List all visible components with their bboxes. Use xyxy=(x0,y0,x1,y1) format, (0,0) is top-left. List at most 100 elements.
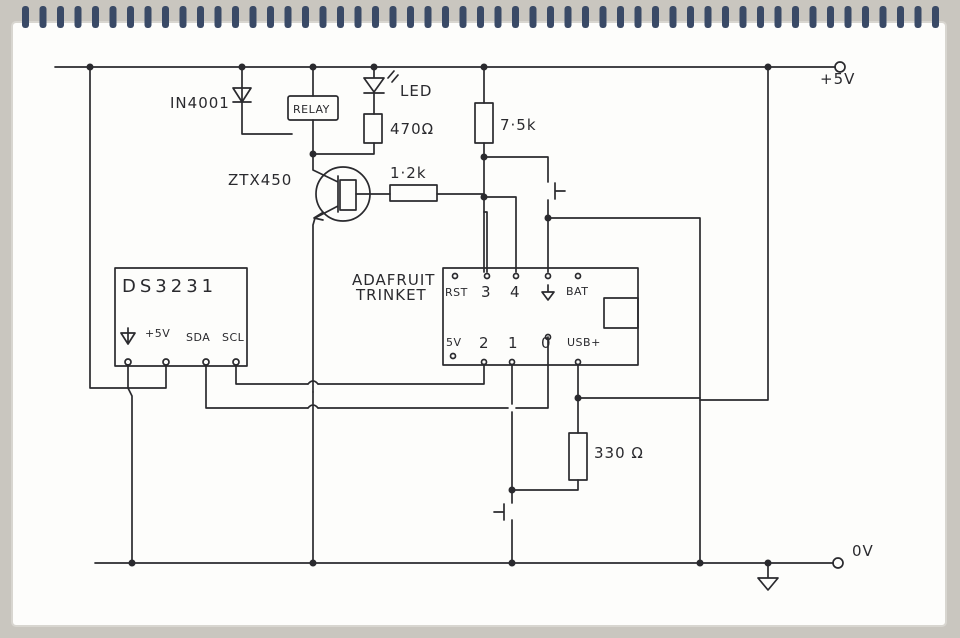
resistor-pullup-label: 7·5k xyxy=(500,116,537,134)
spiral-ring xyxy=(862,6,869,28)
spiral-ring xyxy=(494,6,502,28)
spiral-ring xyxy=(197,6,204,28)
spiral-binding-icon xyxy=(22,6,939,28)
wire-emitter-gnd xyxy=(307,380,319,564)
led-label: LED xyxy=(400,82,432,100)
spiral-ring xyxy=(179,6,187,28)
spiral-ring xyxy=(127,6,134,28)
mcu-pin-5v: 5V xyxy=(446,336,462,349)
diode-in4001: IN4001 xyxy=(170,66,293,135)
spiral-ring xyxy=(617,6,624,28)
spiral-ring xyxy=(564,6,572,28)
zero-volt-terminal-icon xyxy=(832,557,844,569)
mcu-pin-2: 2 xyxy=(479,334,490,352)
spiral-ring xyxy=(144,6,152,28)
diode-label: IN4001 xyxy=(170,94,230,112)
spiral-ring xyxy=(897,6,904,28)
spiral-ring xyxy=(529,6,537,28)
wire-pin3 xyxy=(483,211,488,273)
spiral-ring xyxy=(582,6,589,28)
spiral-ring xyxy=(267,6,274,28)
wire-rtc-5v xyxy=(127,364,167,389)
spiral-ring xyxy=(932,6,939,28)
spiral-ring xyxy=(599,6,607,28)
resistor-usb-label: 330 Ω xyxy=(594,444,644,462)
vplus-terminal-icon xyxy=(834,61,846,73)
wire-pin0-right xyxy=(547,217,701,564)
mcu-pin-0: 0 xyxy=(541,334,552,352)
spiral-ring xyxy=(512,6,519,28)
spiral-ring xyxy=(634,6,642,28)
rtc-pin-scl: SCL xyxy=(222,331,245,344)
wire-rtc-gnd xyxy=(127,364,133,564)
mcu-label-line1: ADAFRUIT xyxy=(352,271,435,289)
rtc-label: DS3231 xyxy=(122,276,217,297)
mcu-pin-4: 4 xyxy=(510,283,521,301)
relay: RELAY xyxy=(287,66,339,155)
mcu-pin-bat: BAT xyxy=(566,285,588,298)
spiral-ring xyxy=(652,6,659,28)
wire-vplus-left xyxy=(89,66,129,389)
spiral-ring xyxy=(92,6,99,28)
spiral-ring xyxy=(232,6,239,28)
spiral-ring xyxy=(22,6,29,28)
zero-volt-rail: 0V xyxy=(94,542,873,569)
mcu-pin-usb: USB+ xyxy=(567,336,601,349)
resistor-pullup: 7·5k xyxy=(474,66,537,273)
vplus-rail: +5V xyxy=(54,61,855,88)
mcu-pin-1: 1 xyxy=(508,334,519,352)
push-button-bottom-icon xyxy=(493,489,513,564)
spiral-ring xyxy=(389,6,397,28)
spiral-ring xyxy=(214,6,222,28)
resistor-470-label: 470Ω xyxy=(390,120,434,138)
spiral-ring xyxy=(319,6,327,28)
resistor-base-label: 1·2k xyxy=(390,164,427,182)
vplus-label: +5V xyxy=(820,70,855,88)
rtc-ds3231: DS3231 +5V SDA SCL xyxy=(114,267,248,367)
paper-sheet xyxy=(11,21,947,627)
spiral-ring xyxy=(704,6,712,28)
rtc-pin-sda: SDA xyxy=(186,331,210,344)
spiral-ring xyxy=(442,6,449,28)
spiral-ring xyxy=(459,6,467,28)
spiral-ring xyxy=(57,6,64,28)
led-indicator: LED 470Ω xyxy=(312,66,434,155)
spiral-ring xyxy=(774,6,782,28)
relay-label: RELAY xyxy=(293,103,330,116)
mcu-ground-icon xyxy=(541,284,555,301)
wire-rtc-scl xyxy=(235,364,485,385)
push-button-icon xyxy=(483,156,566,273)
spiral-ring xyxy=(162,6,169,28)
wire-pin1 xyxy=(511,364,579,491)
spiral-ring xyxy=(827,6,834,28)
spiral-ring xyxy=(547,6,554,28)
spiral-ring xyxy=(407,6,414,28)
spiral-ring xyxy=(844,6,852,28)
rtc-ground-icon xyxy=(120,327,136,345)
spiral-ring xyxy=(792,6,799,28)
spiral-ring xyxy=(757,6,764,28)
resistor-base: 1·2k xyxy=(355,164,485,202)
wire-vplus-right xyxy=(699,66,769,401)
mcu-pin-3: 3 xyxy=(481,283,492,301)
spiral-ring xyxy=(809,6,817,28)
spiral-ring xyxy=(337,6,344,28)
transistor-label: ZTX450 xyxy=(228,171,292,189)
spiral-ring xyxy=(914,6,922,28)
resistor-usb: 330 Ω xyxy=(568,432,644,481)
spiral-ring xyxy=(424,6,432,28)
spiral-ring xyxy=(372,6,379,28)
spiral-ring xyxy=(669,6,677,28)
spiral-ring xyxy=(302,6,309,28)
spiral-ring xyxy=(477,6,484,28)
spiral-ring xyxy=(249,6,257,28)
spiral-ring xyxy=(879,6,887,28)
mcu-pin-rst: RST xyxy=(445,286,468,299)
spiral-ring xyxy=(687,6,694,28)
wire-pin4 xyxy=(483,196,517,273)
spiral-ring xyxy=(109,6,117,28)
mcu-label-line2: TRINKET xyxy=(355,286,427,304)
wire-rtc-sda xyxy=(205,336,549,409)
